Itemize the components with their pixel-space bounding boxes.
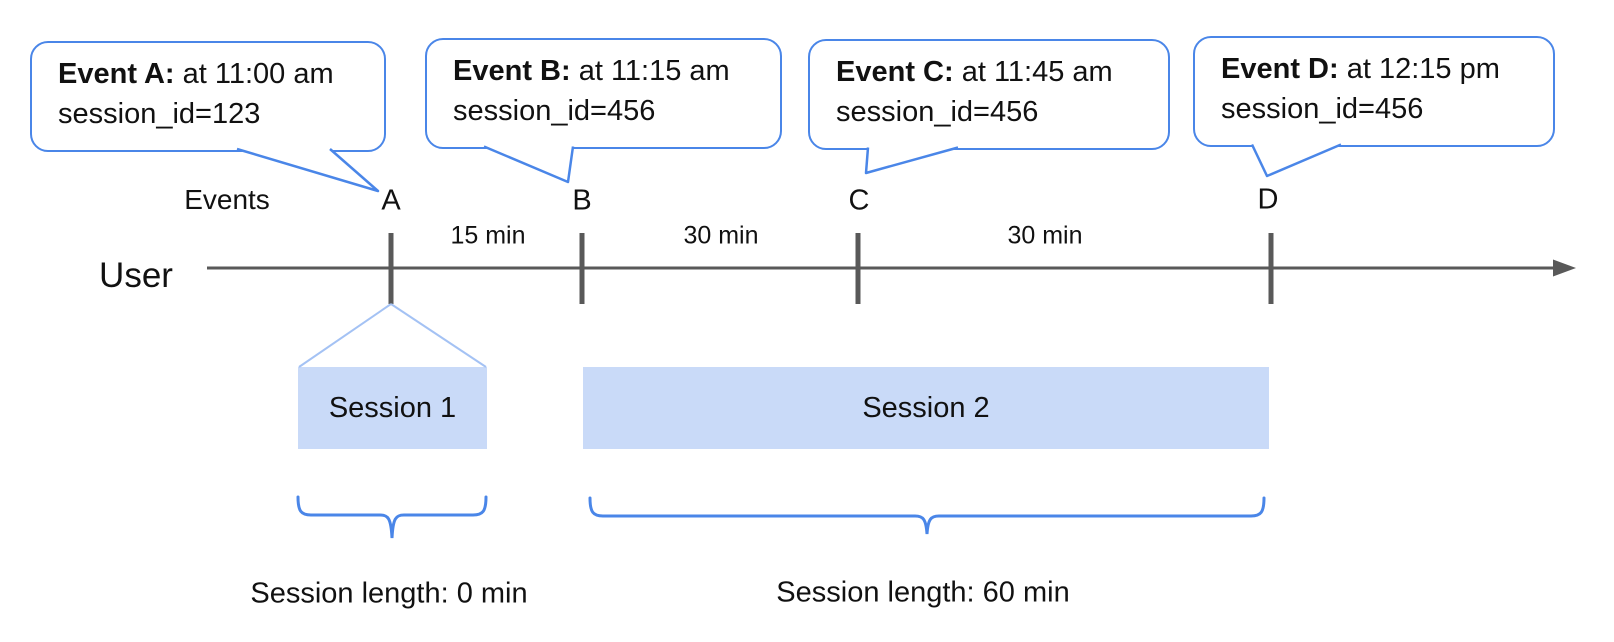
callout-event-d-line1: Event D: at 12:15 pm xyxy=(1221,49,1535,89)
interval-c-d: 30 min xyxy=(1007,221,1083,250)
callout-event-b-line1: Event B: at 11:15 am xyxy=(453,51,762,91)
callout-event-d-tail xyxy=(1250,143,1342,178)
event-marker-d: D xyxy=(1257,183,1279,216)
callout-event-d-title: Event D: xyxy=(1221,53,1339,85)
callout-event-a-title: Event A: xyxy=(58,58,175,90)
session-1-funnel-left-line xyxy=(298,303,392,368)
callout-event-b-title: Event B: xyxy=(453,55,571,87)
interval-a-b: 15 min xyxy=(450,221,526,250)
session-1-box: Session 1 xyxy=(298,367,487,449)
callout-event-c-tail xyxy=(864,146,959,175)
session-2-box: Session 2 xyxy=(583,367,1269,449)
event-marker-b: B xyxy=(572,184,592,217)
callout-event-d: Event D: at 12:15 pm session_id=456 xyxy=(1193,36,1555,147)
session-2-length-label: Session length: 60 min xyxy=(776,576,1070,609)
callout-event-c-line1: Event C: at 11:45 am xyxy=(836,52,1150,92)
event-marker-a: A xyxy=(381,184,401,217)
callout-event-d-detail: session_id=456 xyxy=(1221,93,1424,125)
callout-event-c-detail: session_id=456 xyxy=(836,96,1039,128)
session-2-brace xyxy=(588,496,1266,535)
events-axis-label: Events xyxy=(184,184,270,215)
interval-b-c: 30 min xyxy=(683,221,759,250)
callout-event-a-time: at 11:00 am xyxy=(182,58,334,90)
callout-event-b-detail: session_id=456 xyxy=(453,95,656,127)
callout-event-c: Event C: at 11:45 am session_id=456 xyxy=(808,39,1170,150)
callout-event-b: Event B: at 11:15 am session_id=456 xyxy=(425,38,782,149)
session-2-label: Session 2 xyxy=(862,391,990,424)
callout-event-a: Event A: at 11:00 am session_id=123 xyxy=(30,41,386,152)
callout-event-b-tail xyxy=(483,145,575,184)
callout-event-d-time: at 12:15 pm xyxy=(1346,53,1500,85)
callout-event-a-detail: session_id=123 xyxy=(58,98,261,130)
session-1-label: Session 1 xyxy=(328,391,457,424)
callout-event-b-time: at 11:15 am xyxy=(578,55,730,87)
callout-event-c-title: Event C: xyxy=(836,56,954,88)
user-axis-label: User xyxy=(99,256,173,295)
session-1-brace xyxy=(296,495,488,539)
event-marker-c: C xyxy=(848,184,870,217)
callout-event-c-time: at 11:45 am xyxy=(961,56,1113,88)
session-1-funnel-right-line xyxy=(390,303,487,368)
session-1-length-label: Session length: 0 min xyxy=(250,577,528,610)
timeline-arrowhead-icon xyxy=(1553,259,1576,277)
callout-event-a-line1: Event A: at 11:00 am xyxy=(58,54,366,94)
